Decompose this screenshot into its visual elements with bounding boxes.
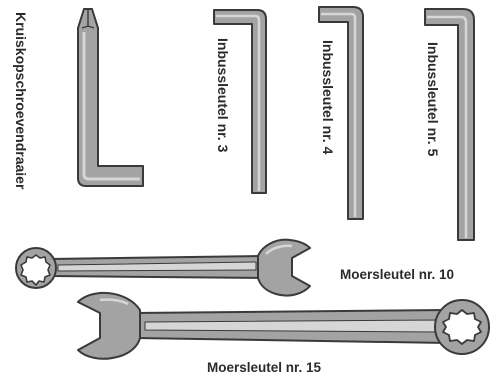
wrench-15 bbox=[78, 293, 489, 359]
wrench-10 bbox=[16, 240, 310, 296]
hex-key-4-label: Inbussleutel nr. 4 bbox=[320, 40, 336, 155]
wrench-15-label: Moersleutel nr. 15 bbox=[207, 360, 322, 375]
hex-key-5-label: Inbussleutel nr. 5 bbox=[425, 42, 441, 157]
screwdriver-tool bbox=[78, 9, 143, 186]
screwdriver-label: Kruiskopschroevendraaier bbox=[13, 12, 29, 190]
hex-key-3-label: Inbussleutel nr. 3 bbox=[215, 38, 231, 153]
wrench-10-label: Moersleutel nr. 10 bbox=[340, 267, 454, 282]
